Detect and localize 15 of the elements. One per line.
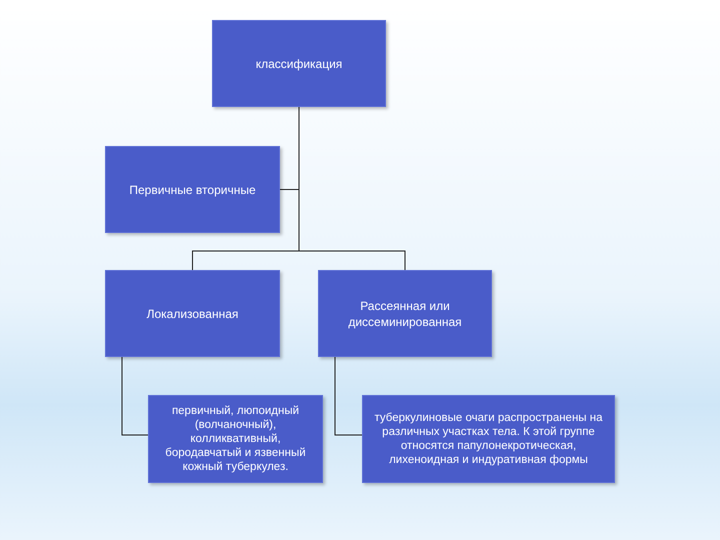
category-box xyxy=(105,146,280,233)
category-box xyxy=(212,20,386,107)
connector-line xyxy=(298,106,406,270)
category-box xyxy=(362,395,615,483)
connector-line xyxy=(334,356,362,436)
box-text: Рассеянная или диссеминированная xyxy=(347,298,463,330)
connector-line xyxy=(122,356,148,436)
category-box xyxy=(105,270,280,357)
box-text: туберкулиновые очаги распространены на различных участках тела. К этой группе относятся папулонекротическая, лихеноидная и индуративная формы xyxy=(373,411,604,467)
box-text: Локализованная xyxy=(146,306,238,322)
box-text: классификация xyxy=(256,56,342,72)
box-text: Первичные вторичные xyxy=(129,182,256,198)
box-text: первичный, люпоидный (волчаночный), колликвативный, бородавчатый и язвенный кожный туберкулез. xyxy=(164,404,307,474)
category-box xyxy=(148,395,323,483)
category-box xyxy=(318,270,492,357)
